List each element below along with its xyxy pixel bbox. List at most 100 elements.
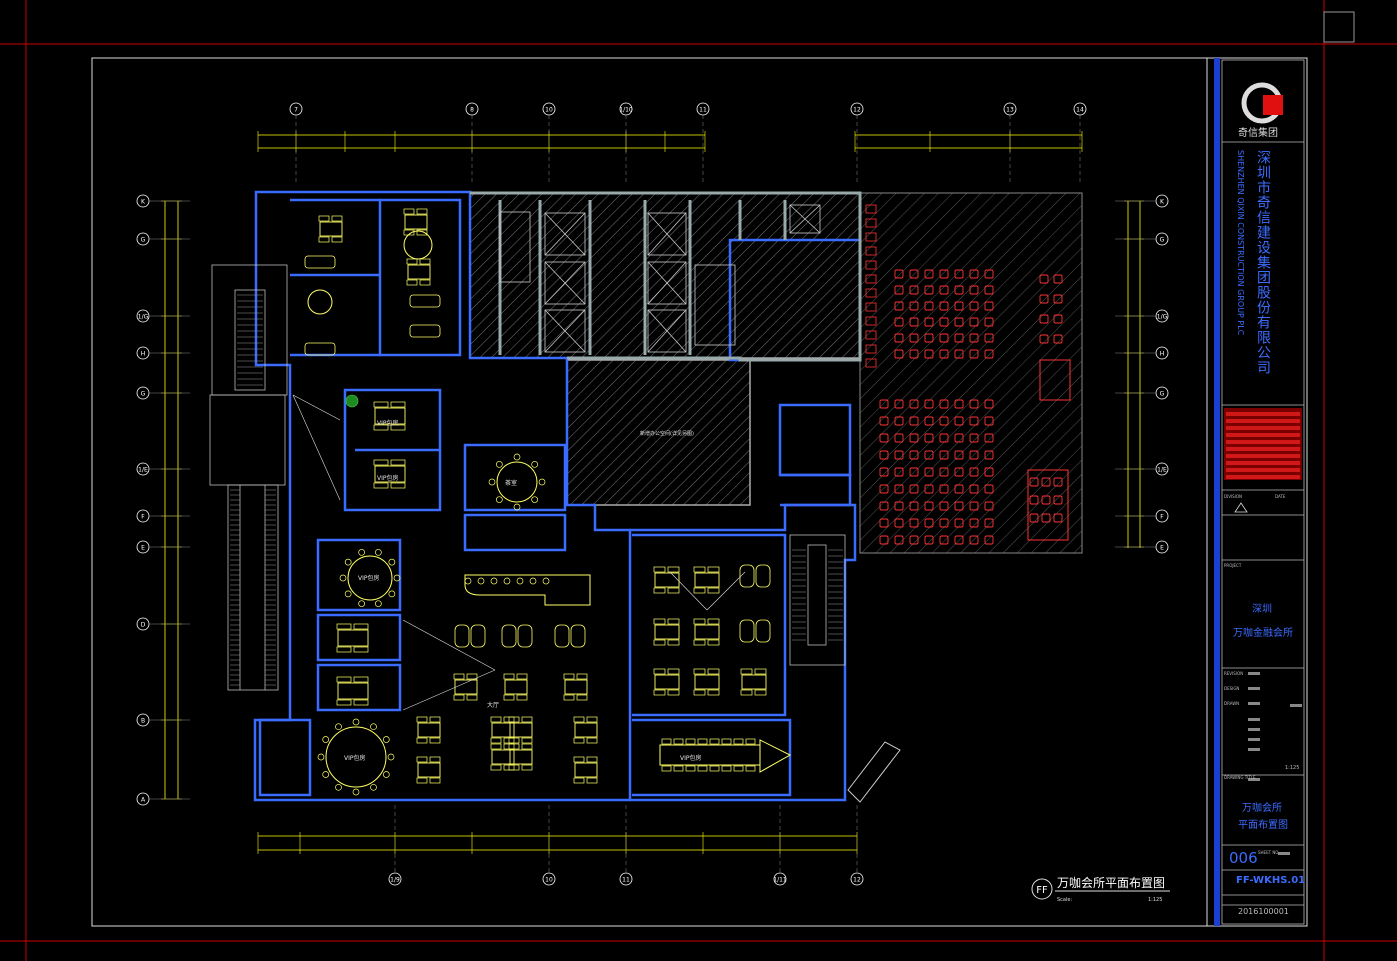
seat — [495, 496, 503, 504]
seat — [370, 723, 377, 731]
armchair-group — [554, 624, 586, 648]
grid-bubble-right-1: G — [1155, 232, 1169, 246]
office-workstations — [865, 204, 1071, 545]
chair — [490, 716, 502, 723]
field-sheet: SHEET NO. — [1258, 850, 1280, 855]
dining-table — [318, 215, 343, 243]
seat — [352, 718, 360, 726]
chair — [318, 236, 330, 243]
grid-bubble-left-10: A — [136, 792, 150, 806]
grid-bubble-label: 10 — [545, 876, 553, 883]
chair — [336, 699, 352, 706]
chair — [516, 673, 528, 680]
grid-bubble-right-6: F — [1155, 509, 1169, 523]
table-top — [407, 264, 431, 280]
seat — [538, 478, 546, 486]
chair — [490, 737, 502, 744]
chair — [697, 738, 708, 745]
office-chair — [894, 518, 904, 528]
bar-counter — [464, 574, 591, 606]
grid-bubble-label: 1/E — [1157, 466, 1167, 473]
dining-table — [693, 668, 720, 696]
chair — [576, 673, 588, 680]
office-chair — [924, 333, 934, 343]
office-chair — [865, 288, 877, 298]
grid-bubble-label: 1/9 — [390, 876, 400, 883]
grid-bubble-label: E — [141, 544, 145, 551]
office-chair — [865, 274, 877, 284]
seat — [513, 453, 521, 461]
office-chair — [1053, 294, 1063, 304]
seat — [339, 574, 347, 582]
red-stripe — [1226, 475, 1300, 479]
office-chair — [939, 399, 949, 409]
armchair — [554, 624, 570, 648]
chair — [697, 765, 708, 772]
office-chair — [1029, 495, 1039, 505]
armchair — [470, 624, 486, 648]
grid-bubble-top-6: 13 — [1003, 102, 1017, 116]
seat — [322, 771, 330, 778]
grid-bubble-left-5: 1/E — [136, 462, 150, 476]
office-chair — [969, 317, 979, 327]
office-chair — [1041, 513, 1051, 523]
seat — [374, 548, 382, 556]
chair — [353, 699, 369, 706]
grid-bubble-label: 10 — [545, 106, 553, 113]
title-block-field-bar — [1248, 718, 1260, 721]
table-top — [374, 465, 406, 483]
office-chair — [969, 416, 979, 426]
seat — [382, 736, 390, 743]
office-chair — [865, 316, 877, 326]
bar-stool — [477, 577, 485, 585]
office-chair — [894, 317, 904, 327]
elevator-cars — [499, 204, 821, 353]
grid-bubble-label: G — [1160, 390, 1165, 397]
chair — [733, 738, 744, 745]
office-chair — [1029, 477, 1039, 487]
grid-bubble-left-6: F — [136, 509, 150, 523]
title-block-field-bar — [1290, 704, 1302, 707]
grid-bubble-top-4: 11 — [696, 102, 710, 116]
seat — [388, 558, 396, 566]
chair — [516, 694, 528, 701]
dining-table — [653, 668, 680, 696]
chair — [521, 737, 533, 744]
office-chair — [969, 518, 979, 528]
office-chair — [939, 433, 949, 443]
grid-bubble-right-2: 1/G — [1155, 309, 1169, 323]
office-chair — [984, 518, 994, 528]
grid-bubble-label: G — [1160, 236, 1165, 243]
chair — [573, 777, 585, 784]
chair — [466, 694, 478, 701]
office-chair — [909, 349, 919, 359]
grid-bubble-right-4: G — [1155, 386, 1169, 400]
office-chair — [909, 301, 919, 311]
office-chair — [954, 285, 964, 295]
stair-right — [789, 534, 846, 666]
office-chair — [984, 269, 994, 279]
drawing-name-line2: 平面布置图 — [1238, 820, 1288, 831]
title-block-field-bar — [1248, 728, 1260, 731]
office-chair — [909, 433, 919, 443]
office-chair — [894, 285, 904, 295]
armchair — [739, 619, 755, 643]
red-stripe — [1226, 433, 1300, 437]
title-block-field-bar — [1248, 748, 1260, 751]
chair — [707, 668, 720, 675]
chair — [373, 401, 389, 408]
chair — [586, 756, 598, 763]
dining-table — [503, 673, 528, 701]
bar-stool — [503, 577, 511, 585]
chair — [416, 737, 428, 744]
chair — [707, 587, 720, 594]
office-chair — [984, 285, 994, 295]
escalator-left — [209, 264, 288, 691]
office-chair — [939, 484, 949, 494]
grid-bubble-label: 12 — [853, 876, 861, 883]
grid-bubble-left-8: D — [136, 617, 150, 631]
red-stripe — [1226, 412, 1300, 416]
office-chair — [924, 433, 934, 443]
grid-bubble-circle — [619, 872, 633, 886]
